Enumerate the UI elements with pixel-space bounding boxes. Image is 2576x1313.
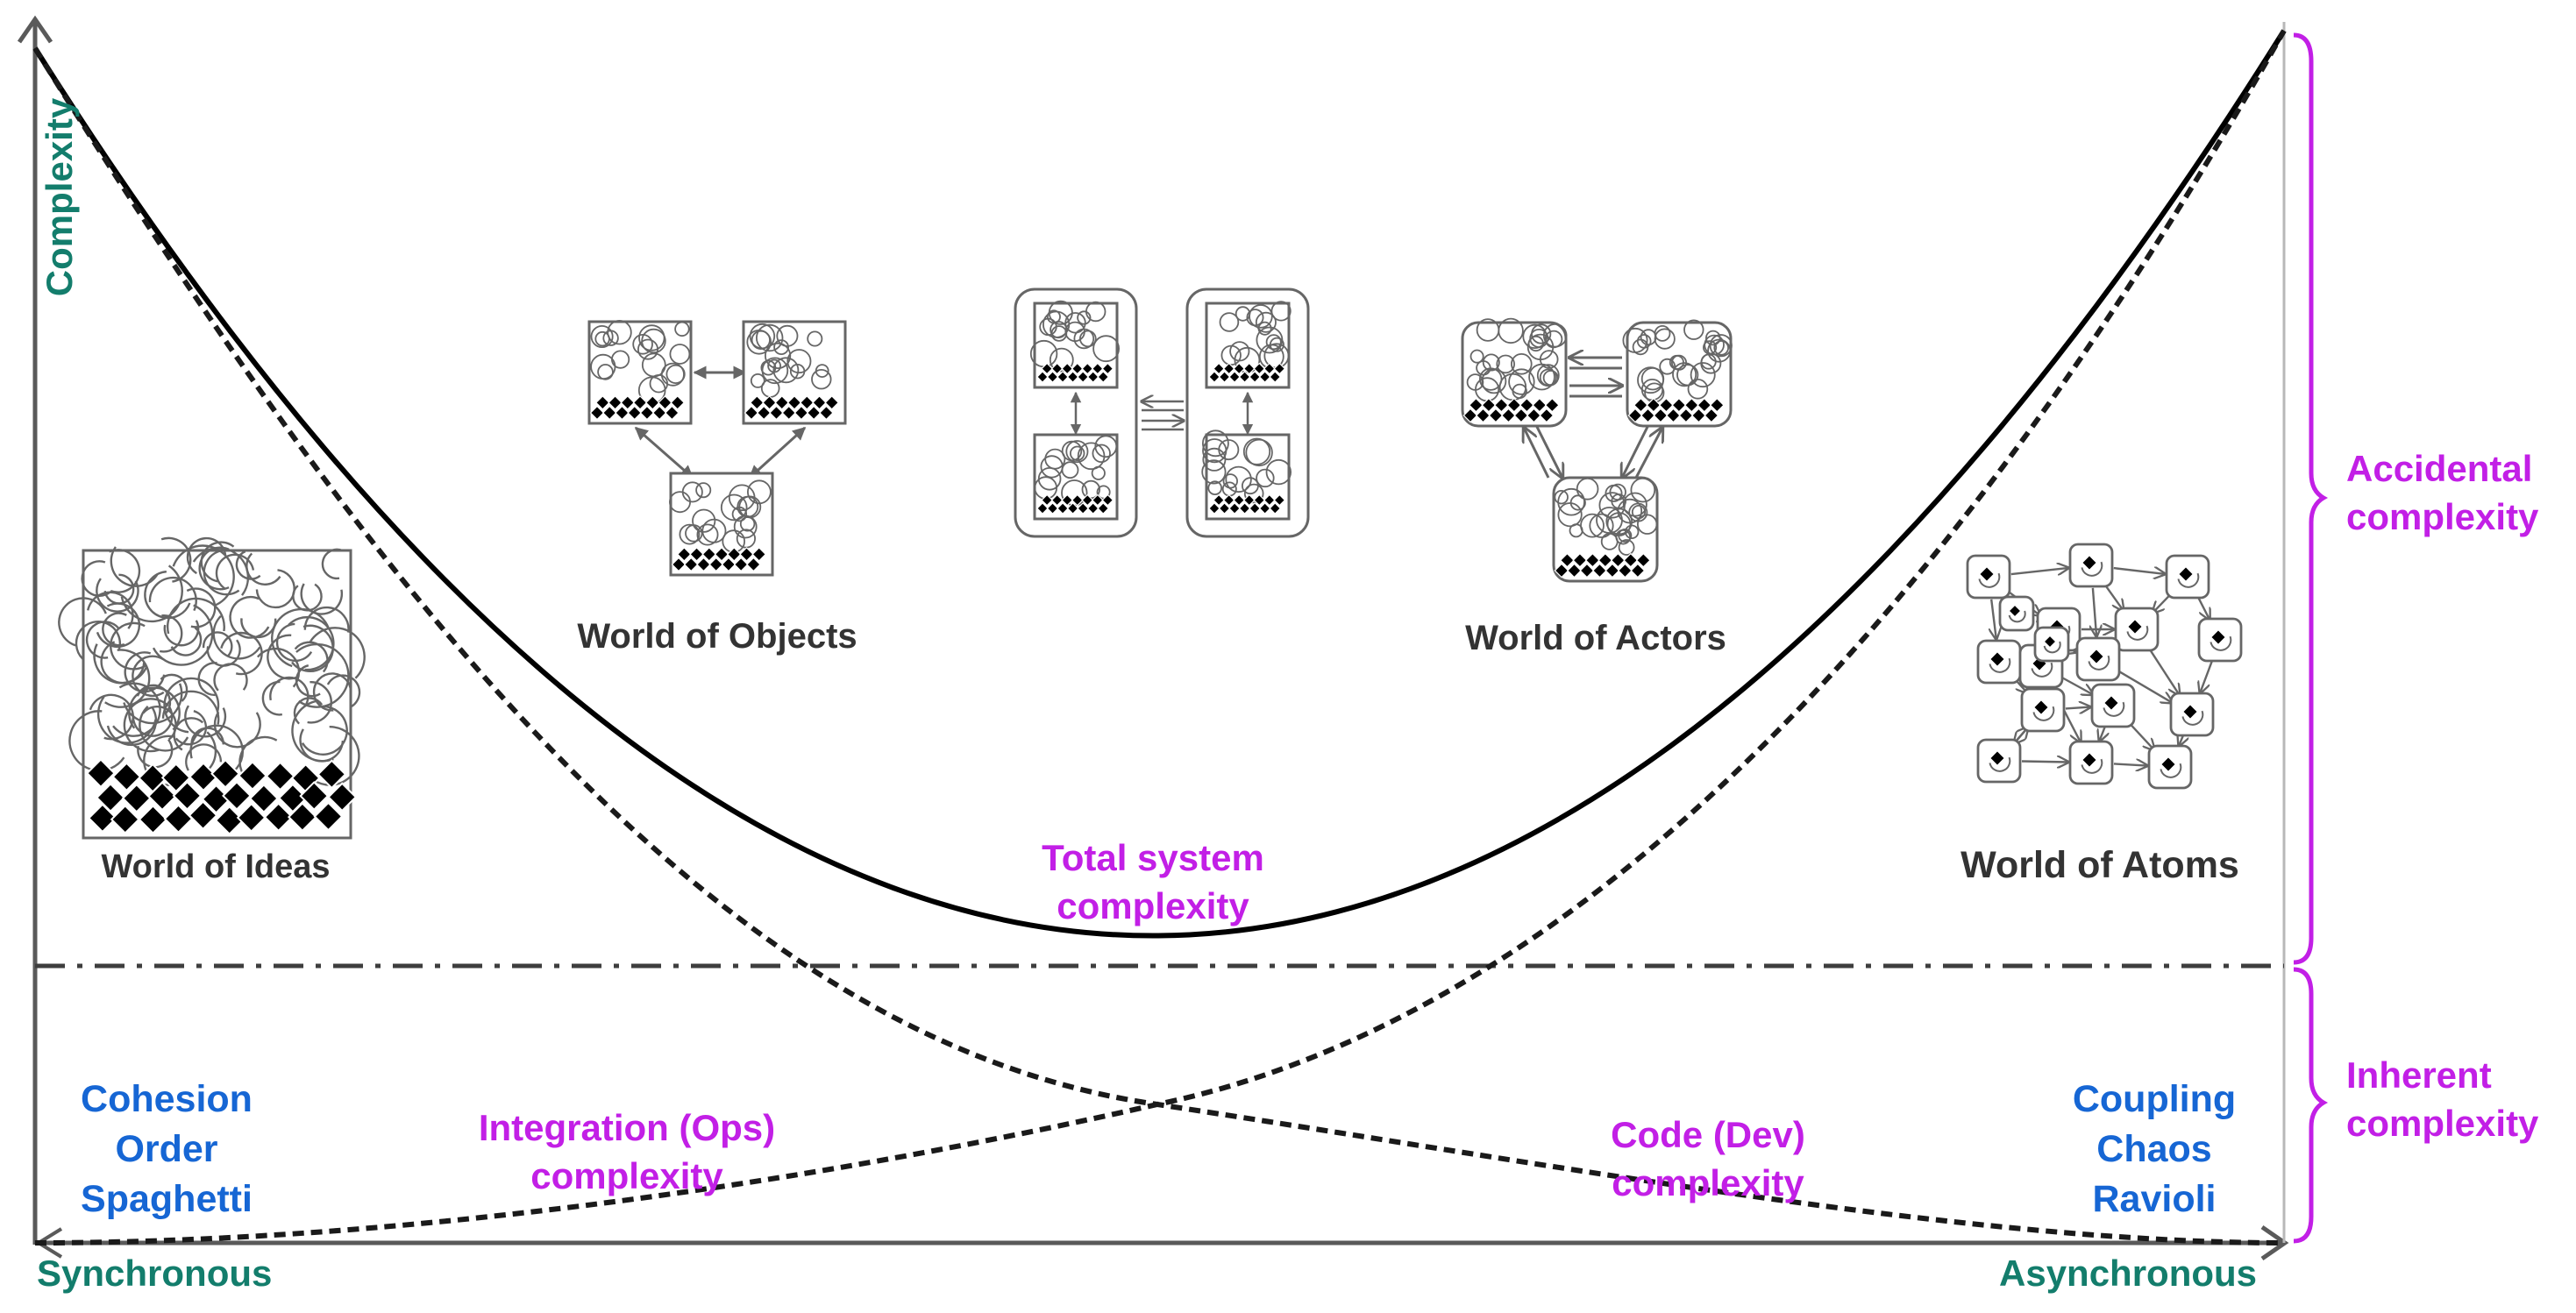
left-trait-order: Order — [115, 1128, 218, 1171]
code-complexity-label: Code (Dev) complexity — [1611, 1111, 1805, 1207]
inherent-complexity-label-line-1: Inherent — [2346, 1054, 2492, 1096]
code-complexity-label-line-2: complexity — [1612, 1161, 1804, 1203]
total-complexity-label: Total system complexity — [1042, 834, 1264, 930]
world-of-ideas-label: World of Ideas — [101, 848, 331, 885]
inherent-bracket — [2293, 967, 2329, 1244]
accidental-complexity-label-line-1: Accidental — [2346, 448, 2533, 489]
inherent-complexity-label: Inherent complexity — [2346, 1052, 2538, 1147]
integration-complexity-curve — [34, 29, 2287, 1246]
world-of-objects-label: World of Objects — [577, 617, 857, 656]
total-complexity-curve — [32, 29, 2287, 939]
integration-complexity-label-line-2: complexity — [530, 1154, 723, 1196]
total-complexity-label-line-2: complexity — [1057, 884, 1249, 926]
accidental-complexity-label: Accidental complexity — [2346, 445, 2538, 541]
x-axis-left-label: Synchronous — [37, 1253, 273, 1294]
world-of-actors-label: World of Actors — [1465, 619, 1726, 657]
actors-icon — [1461, 317, 1733, 583]
right-trait-ravioli: Ravioli — [2092, 1178, 2217, 1221]
x-axis-right-label: Asynchronous — [1999, 1253, 2258, 1294]
y-axis-label: Complexity — [39, 97, 80, 297]
code-complexity-label-line-1: Code (Dev) — [1611, 1114, 1805, 1155]
objects-icon — [587, 320, 847, 577]
world-of-atoms-label: World of Atoms — [1960, 844, 2239, 886]
atoms-icon — [1966, 543, 2243, 790]
accidental-complexity-label-line-2: complexity — [2346, 495, 2539, 537]
tangle-icon — [58, 536, 366, 840]
left-trait-cohesion: Cohesion — [81, 1078, 253, 1120]
code-complexity-curve — [32, 46, 2285, 1246]
right-traits: Coupling Chaos Ravioli — [2073, 1075, 2236, 1225]
integration-complexity-label: Integration (Ops) complexity — [479, 1104, 775, 1200]
integration-complexity-label-line-1: Integration (Ops) — [478, 1107, 776, 1148]
right-trait-chaos: Chaos — [2096, 1128, 2212, 1171]
left-traits: Cohesion Order Spaghetti — [81, 1075, 253, 1225]
y-axis-arrowhead — [17, 15, 53, 44]
right-trait-coupling: Coupling — [2072, 1078, 2237, 1120]
total-complexity-label-line-1: Total system — [1042, 837, 1264, 878]
accidental-bracket — [2293, 32, 2329, 965]
left-trait-spaghetti: Spaghetti — [81, 1178, 253, 1221]
axes — [17, 15, 2289, 1261]
inherent-complexity-label-line-2: complexity — [2346, 1102, 2539, 1144]
services-icon — [1014, 287, 1310, 538]
